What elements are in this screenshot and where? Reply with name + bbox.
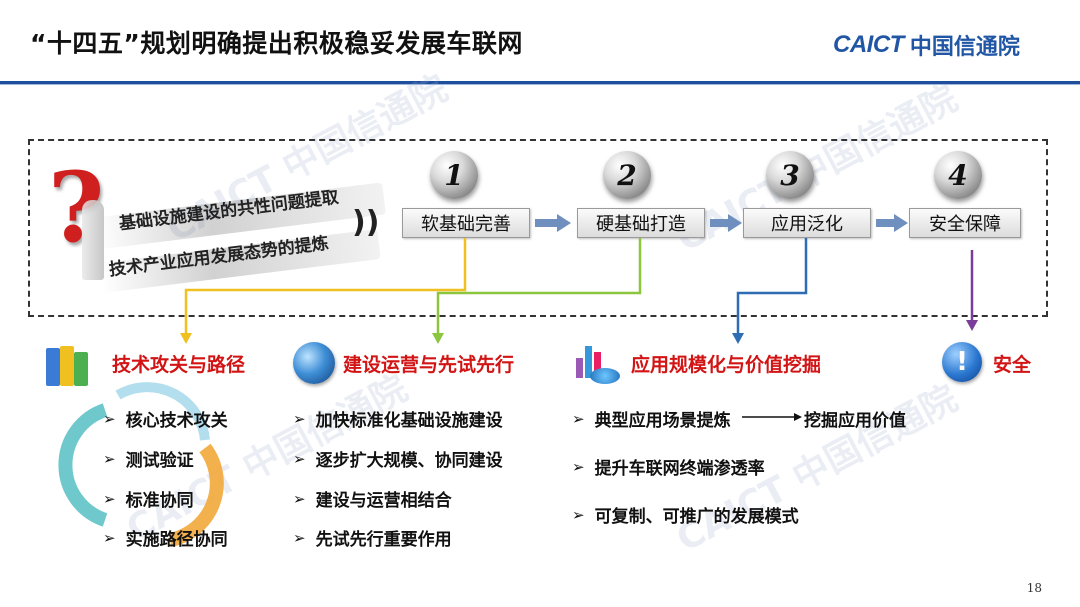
scenario-arrow-head <box>794 413 802 421</box>
cycle-arc-orange <box>168 443 224 547</box>
arrowhead-yellow <box>180 333 192 344</box>
bullet-arrow-icon: ➢ <box>103 409 116 428</box>
arrowhead-green <box>432 333 444 344</box>
step-number-1: 1 <box>430 151 478 199</box>
globe-icon <box>293 342 335 384</box>
list-item: ➢加快标准化基础设施建设 <box>293 409 503 432</box>
arrowhead-blue <box>732 333 744 344</box>
bullet-arrow-icon: ➢ <box>293 449 306 468</box>
step-arrow-icon <box>710 214 742 232</box>
list-item: ➢典型应用场景提炼 <box>572 409 731 432</box>
list-item-value: 挖掘应用价值 <box>804 411 906 431</box>
signal-arc-icon: )) <box>352 205 380 240</box>
figure-icon <box>82 200 104 280</box>
step-box-2: 硬基础打造 <box>577 208 705 238</box>
bullet-arrow-icon: ➢ <box>293 489 306 508</box>
cycle-arc-blue <box>115 382 210 441</box>
header-divider <box>0 81 1080 84</box>
list-item: ➢先试先行重要作用 <box>293 528 452 551</box>
section-title-tech: 技术攻关与路径 <box>112 354 246 376</box>
step-box-3: 应用泛化 <box>743 208 871 238</box>
bullet-arrow-icon: ➢ <box>572 409 585 428</box>
arrowhead-purple <box>966 320 978 331</box>
bullet-arrow-icon: ➢ <box>293 528 306 547</box>
step-arrow-icon <box>535 214 571 232</box>
step-number-2: 2 <box>603 151 651 199</box>
bullet-arrow-icon: ➢ <box>103 528 116 547</box>
page-number: 18 <box>1026 581 1042 595</box>
section-title-security: 安全 <box>993 354 1032 376</box>
list-item: ➢核心技术攻关 <box>103 409 228 432</box>
list-item: ➢标准协同 <box>103 489 194 512</box>
list-item: ➢测试验证 <box>103 449 194 472</box>
list-item: ➢提升车联网终端渗透率 <box>572 457 765 480</box>
step-number-4: 4 <box>934 151 982 199</box>
connector-blue <box>736 238 808 335</box>
process-frame <box>28 139 1048 317</box>
connector-yellow <box>184 238 467 335</box>
logo-latin: CAICT <box>833 31 904 58</box>
bullet-arrow-icon: ➢ <box>103 489 116 508</box>
bullet-arrow-icon: ➢ <box>103 449 116 468</box>
chart-icon <box>572 340 622 386</box>
cycle-arc-teal <box>58 403 108 527</box>
section-title-application: 应用规模化与价值挖掘 <box>631 354 822 376</box>
list-item: ➢建设与运营相结合 <box>293 489 452 512</box>
list-item: ➢实施路径协同 <box>103 528 228 551</box>
connector-green <box>436 238 642 335</box>
page-title: “十四五”规划明确提出积极稳妥发展车联网 <box>30 29 523 58</box>
bullet-arrow-icon: ➢ <box>572 457 585 476</box>
header-divider-thin <box>0 84 1080 85</box>
step-number-3: 3 <box>766 151 814 199</box>
bullet-arrow-icon: ➢ <box>572 505 585 524</box>
bullet-arrow-icon: ➢ <box>293 409 306 428</box>
step-box-1: 软基础完善 <box>402 208 530 238</box>
section-title-construction: 建设运营与先试先行 <box>343 354 515 376</box>
exclamation-icon: ! <box>942 342 982 382</box>
step-arrow-icon <box>876 214 908 232</box>
books-icon <box>46 346 90 388</box>
step-box-4: 安全保障 <box>909 208 1021 238</box>
list-item: ➢可复制、可推广的发展模式 <box>572 505 799 528</box>
list-item: ➢逐步扩大规模、协同建设 <box>293 449 503 472</box>
caict-logo: CAICT 中国信通院 <box>833 30 1020 60</box>
logo-cn: 中国信通院 <box>909 35 1020 60</box>
